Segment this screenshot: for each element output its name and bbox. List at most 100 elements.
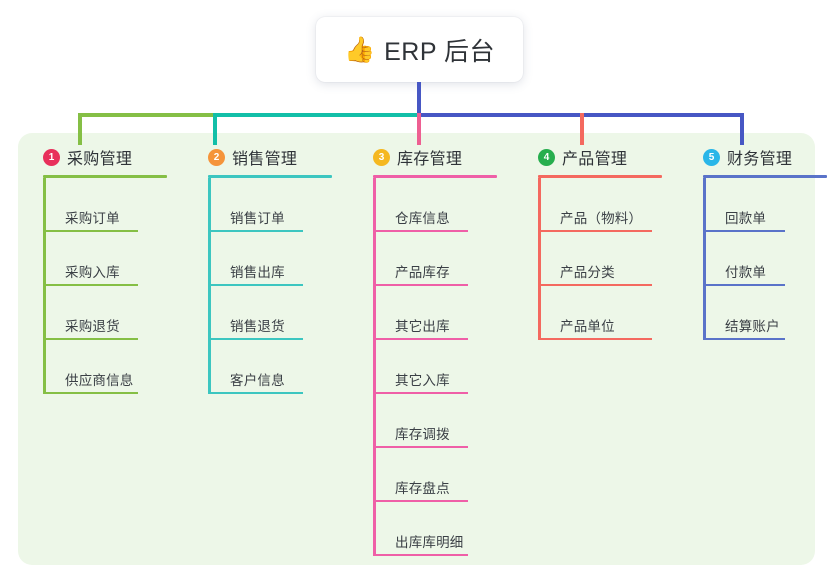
- column-badge-sales: 2: [208, 148, 225, 166]
- leaf-spine-finance: [703, 178, 706, 340]
- leaf-item-rule: [538, 230, 652, 232]
- leaf-item-label: 付款单: [725, 265, 767, 280]
- leaf-item-rule: [373, 446, 468, 448]
- drop-line-1: [78, 113, 82, 145]
- leaf-item-label: 产品（物料）: [560, 211, 643, 226]
- leaf-item[interactable]: 采购订单: [43, 178, 167, 232]
- column-title-inventory: 库存管理: [397, 151, 463, 168]
- leaf-item[interactable]: 出库库明细: [373, 502, 497, 556]
- leaf-item[interactable]: 供应商信息: [43, 340, 167, 394]
- leaf-item-rule: [373, 500, 468, 502]
- column-product: 4 产品管理产品（物料） 产品分类产品单位: [517, 145, 662, 340]
- leaf-item[interactable]: 其它出库: [373, 286, 497, 340]
- bus-segment-green: [78, 113, 213, 117]
- column-badge-product: 4: [538, 148, 555, 166]
- leaf-item-label: 销售退货: [230, 319, 285, 334]
- leaf-item[interactable]: 仓库信息: [373, 178, 497, 232]
- leaf-item-rule: [703, 230, 785, 232]
- column-badge-inventory: 3: [373, 148, 390, 166]
- column-header-inventory[interactable]: 3 库存管理: [352, 145, 497, 169]
- column-sales: 2 销售管理销售订单销售出库销售退货客户信息: [187, 145, 332, 394]
- leaf-item[interactable]: 回款单: [703, 178, 827, 232]
- leaf-item-rule: [373, 338, 468, 340]
- leaf-item-label: 产品单位: [560, 319, 615, 334]
- leaf-list-inventory: 仓库信息产品库存其它出库其它入库库存调拨库存盘点出库库明细: [373, 178, 497, 556]
- leaf-item-label: 出库库明细: [395, 535, 464, 550]
- column-rule-product: [538, 175, 662, 178]
- leaf-item-rule: [43, 392, 138, 394]
- leaf-item-rule: [208, 392, 303, 394]
- leaf-item[interactable]: 销售订单: [208, 178, 332, 232]
- leaf-item-rule: [703, 338, 785, 340]
- leaf-list-finance: 回款单付款单结算账户: [703, 178, 827, 340]
- column-header-sales[interactable]: 2 销售管理: [187, 145, 332, 169]
- leaf-item-rule: [538, 284, 652, 286]
- leaf-item-rule: [703, 284, 785, 286]
- leaf-spine-sales: [208, 178, 211, 394]
- leaf-item[interactable]: 采购入库: [43, 232, 167, 286]
- drop-line-4: [580, 113, 584, 145]
- leaf-item-rule: [43, 284, 138, 286]
- leaf-item[interactable]: 产品库存: [373, 232, 497, 286]
- leaf-item-label: 产品库存: [395, 265, 450, 280]
- bus-segment-teal: [213, 113, 419, 117]
- leaf-item-rule: [43, 338, 138, 340]
- leaf-item-rule: [373, 230, 468, 232]
- diagram-panel: [18, 133, 815, 565]
- leaf-item-label: 采购退货: [65, 319, 120, 334]
- thumbs-up-icon: 👍: [343, 36, 376, 64]
- leaf-list-purchase: 采购订单采购入库采购退货供应商信息: [43, 178, 167, 394]
- leaf-item-rule: [208, 284, 303, 286]
- leaf-spine-purchase: [43, 178, 46, 394]
- leaf-item-rule: [208, 338, 303, 340]
- leaf-item-label: 结算账户: [725, 319, 780, 334]
- column-title-product: 产品管理: [562, 151, 628, 168]
- leaf-item[interactable]: 产品单位: [538, 286, 662, 340]
- leaf-item[interactable]: 库存盘点: [373, 448, 497, 502]
- leaf-item-label: 库存盘点: [395, 481, 450, 496]
- leaf-item[interactable]: 其它入库: [373, 340, 497, 394]
- root-node-card[interactable]: 👍 ERP 后台: [316, 17, 523, 82]
- leaf-item-label: 仓库信息: [395, 211, 450, 226]
- leaf-item[interactable]: 库存调拨: [373, 394, 497, 448]
- leaf-item-label: 库存调拨: [395, 427, 450, 442]
- leaf-item[interactable]: 产品分类: [538, 232, 662, 286]
- column-title-finance: 财务管理: [727, 151, 793, 168]
- column-badge-purchase: 1: [43, 148, 60, 166]
- leaf-item-rule: [373, 554, 468, 556]
- leaf-item-label: 供应商信息: [65, 373, 134, 388]
- leaf-item-label: 其它入库: [395, 373, 450, 388]
- leaf-item-rule: [538, 338, 652, 340]
- column-title-sales: 销售管理: [232, 151, 298, 168]
- leaf-item-rule: [43, 230, 138, 232]
- root-stem-line: [417, 82, 421, 114]
- drop-line-5: [740, 113, 744, 145]
- leaf-item-rule: [208, 230, 303, 232]
- leaf-item-rule: [373, 284, 468, 286]
- column-rule-sales: [208, 175, 332, 178]
- leaf-item-label: 销售出库: [230, 265, 285, 280]
- leaf-item-rule: [373, 392, 468, 394]
- leaf-item[interactable]: 结算账户: [703, 286, 827, 340]
- leaf-spine-product: [538, 178, 541, 340]
- leaf-item[interactable]: 采购退货: [43, 286, 167, 340]
- leaf-item[interactable]: 销售出库: [208, 232, 332, 286]
- column-header-product[interactable]: 4 产品管理: [517, 145, 662, 169]
- column-rule-purchase: [43, 175, 167, 178]
- leaf-item-label: 客户信息: [230, 373, 285, 388]
- leaf-item[interactable]: 付款单: [703, 232, 827, 286]
- leaf-list-sales: 销售订单销售出库销售退货客户信息: [208, 178, 332, 394]
- leaf-item[interactable]: 产品（物料）: [538, 178, 662, 232]
- drop-line-3: [417, 113, 421, 145]
- column-inventory: 3 库存管理仓库信息产品库存其它出库其它入库库存调拨库存盘点出库库明细: [352, 145, 497, 556]
- leaf-item-label: 采购入库: [65, 265, 120, 280]
- leaf-item[interactable]: 客户信息: [208, 340, 332, 394]
- page-title: ERP 后台: [384, 37, 496, 66]
- leaf-item[interactable]: 销售退货: [208, 286, 332, 340]
- column-rule-finance: [703, 175, 827, 178]
